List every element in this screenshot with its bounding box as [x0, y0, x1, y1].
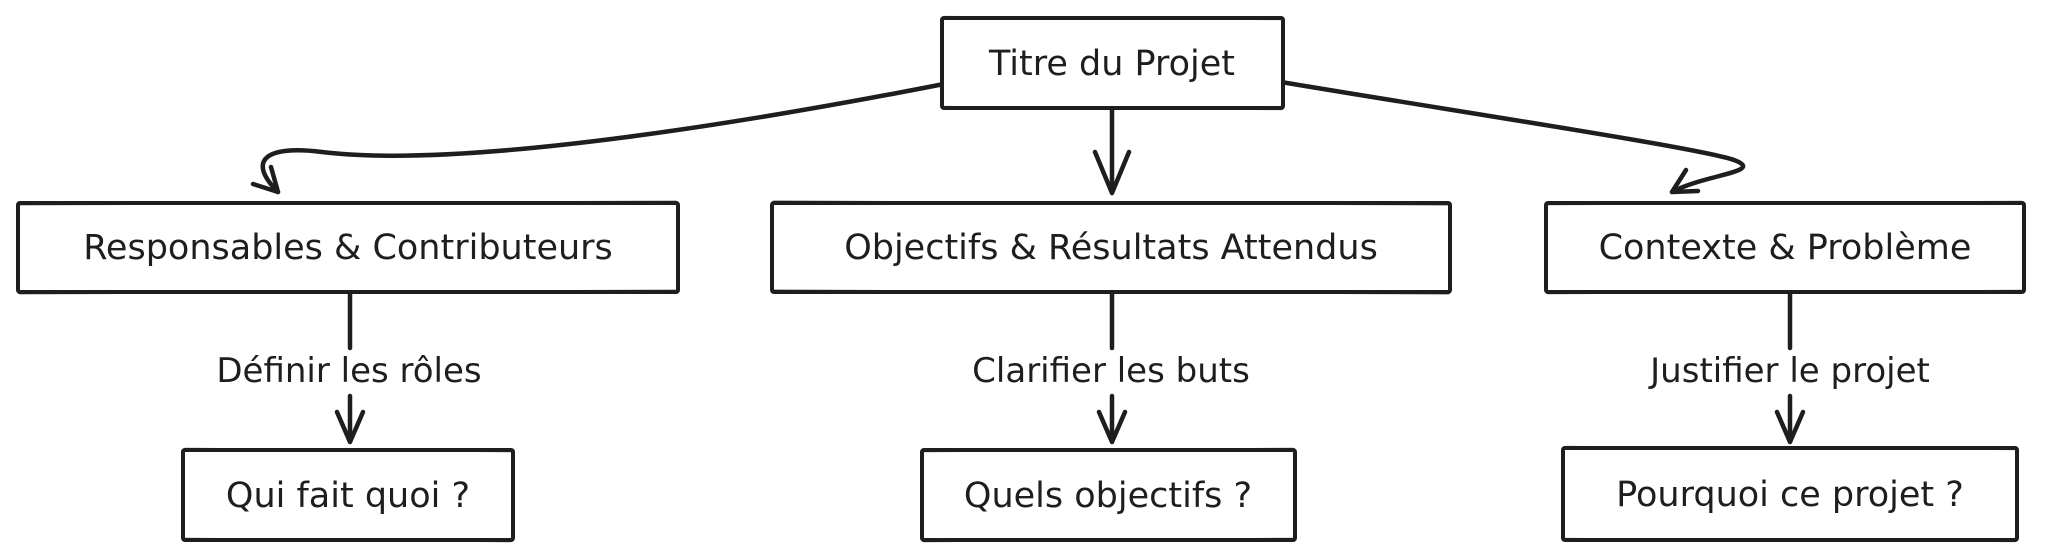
- node-label-responsables-contributeurs: Responsables & Contributeurs: [83, 228, 613, 268]
- node-responsables-contributeurs: Responsables & Contributeurs: [16, 200, 680, 295]
- node-label-pourquoi-ce-projet: Pourquoi ce projet ?: [1616, 475, 1964, 515]
- node-pourquoi-ce-projet: Pourquoi ce projet ?: [1561, 445, 2019, 543]
- node-label-contexte-probleme: Contexte & Problème: [1599, 228, 1972, 268]
- edge-label-definir-les-roles: Définir les rôles: [216, 351, 481, 391]
- edge-branch3-leaf3: Justifier le projet: [1648, 291, 1930, 445]
- edge-branch2-leaf2: Clarifier les buts: [972, 291, 1250, 445]
- node-contexte-probleme: Contexte & Problème: [1544, 200, 2026, 295]
- node-quels-objectifs: Quels objectifs ?: [920, 447, 1297, 543]
- edge-label-justifier-le-projet: Justifier le projet: [1648, 351, 1930, 391]
- arrowhead-leaf2: [1096, 409, 1128, 445]
- node-label-objectifs-resultats: Objectifs & Résultats Attendus: [844, 228, 1378, 268]
- node-label-quels-objectifs: Quels objectifs ?: [964, 476, 1252, 516]
- edge-branch1-leaf1: Définir les rôles: [216, 291, 482, 445]
- edge-root-branch2: [1092, 107, 1132, 196]
- edge-root-branch3: [1278, 79, 1746, 195]
- arrowhead-leaf1: [334, 409, 366, 445]
- node-label-qui-fait-quoi: Qui fait quoi ?: [226, 476, 470, 516]
- edge-root-branch1: [250, 81, 947, 195]
- node-qui-fait-quoi: Qui fait quoi ?: [181, 447, 515, 543]
- node-label-titre-du-projet: Titre du Projet: [988, 44, 1235, 84]
- edge-label-clarifier-les-buts: Clarifier les buts: [972, 351, 1250, 391]
- node-titre-du-projet: Titre du Projet: [940, 15, 1285, 111]
- arrowhead-leaf3: [1774, 409, 1806, 445]
- arrowhead-branch3: [1669, 167, 1701, 195]
- arrowhead-branch1: [250, 164, 281, 195]
- node-objectifs-resultats: Objectifs & Résultats Attendus: [770, 200, 1452, 295]
- arrowhead-branch2: [1092, 149, 1132, 196]
